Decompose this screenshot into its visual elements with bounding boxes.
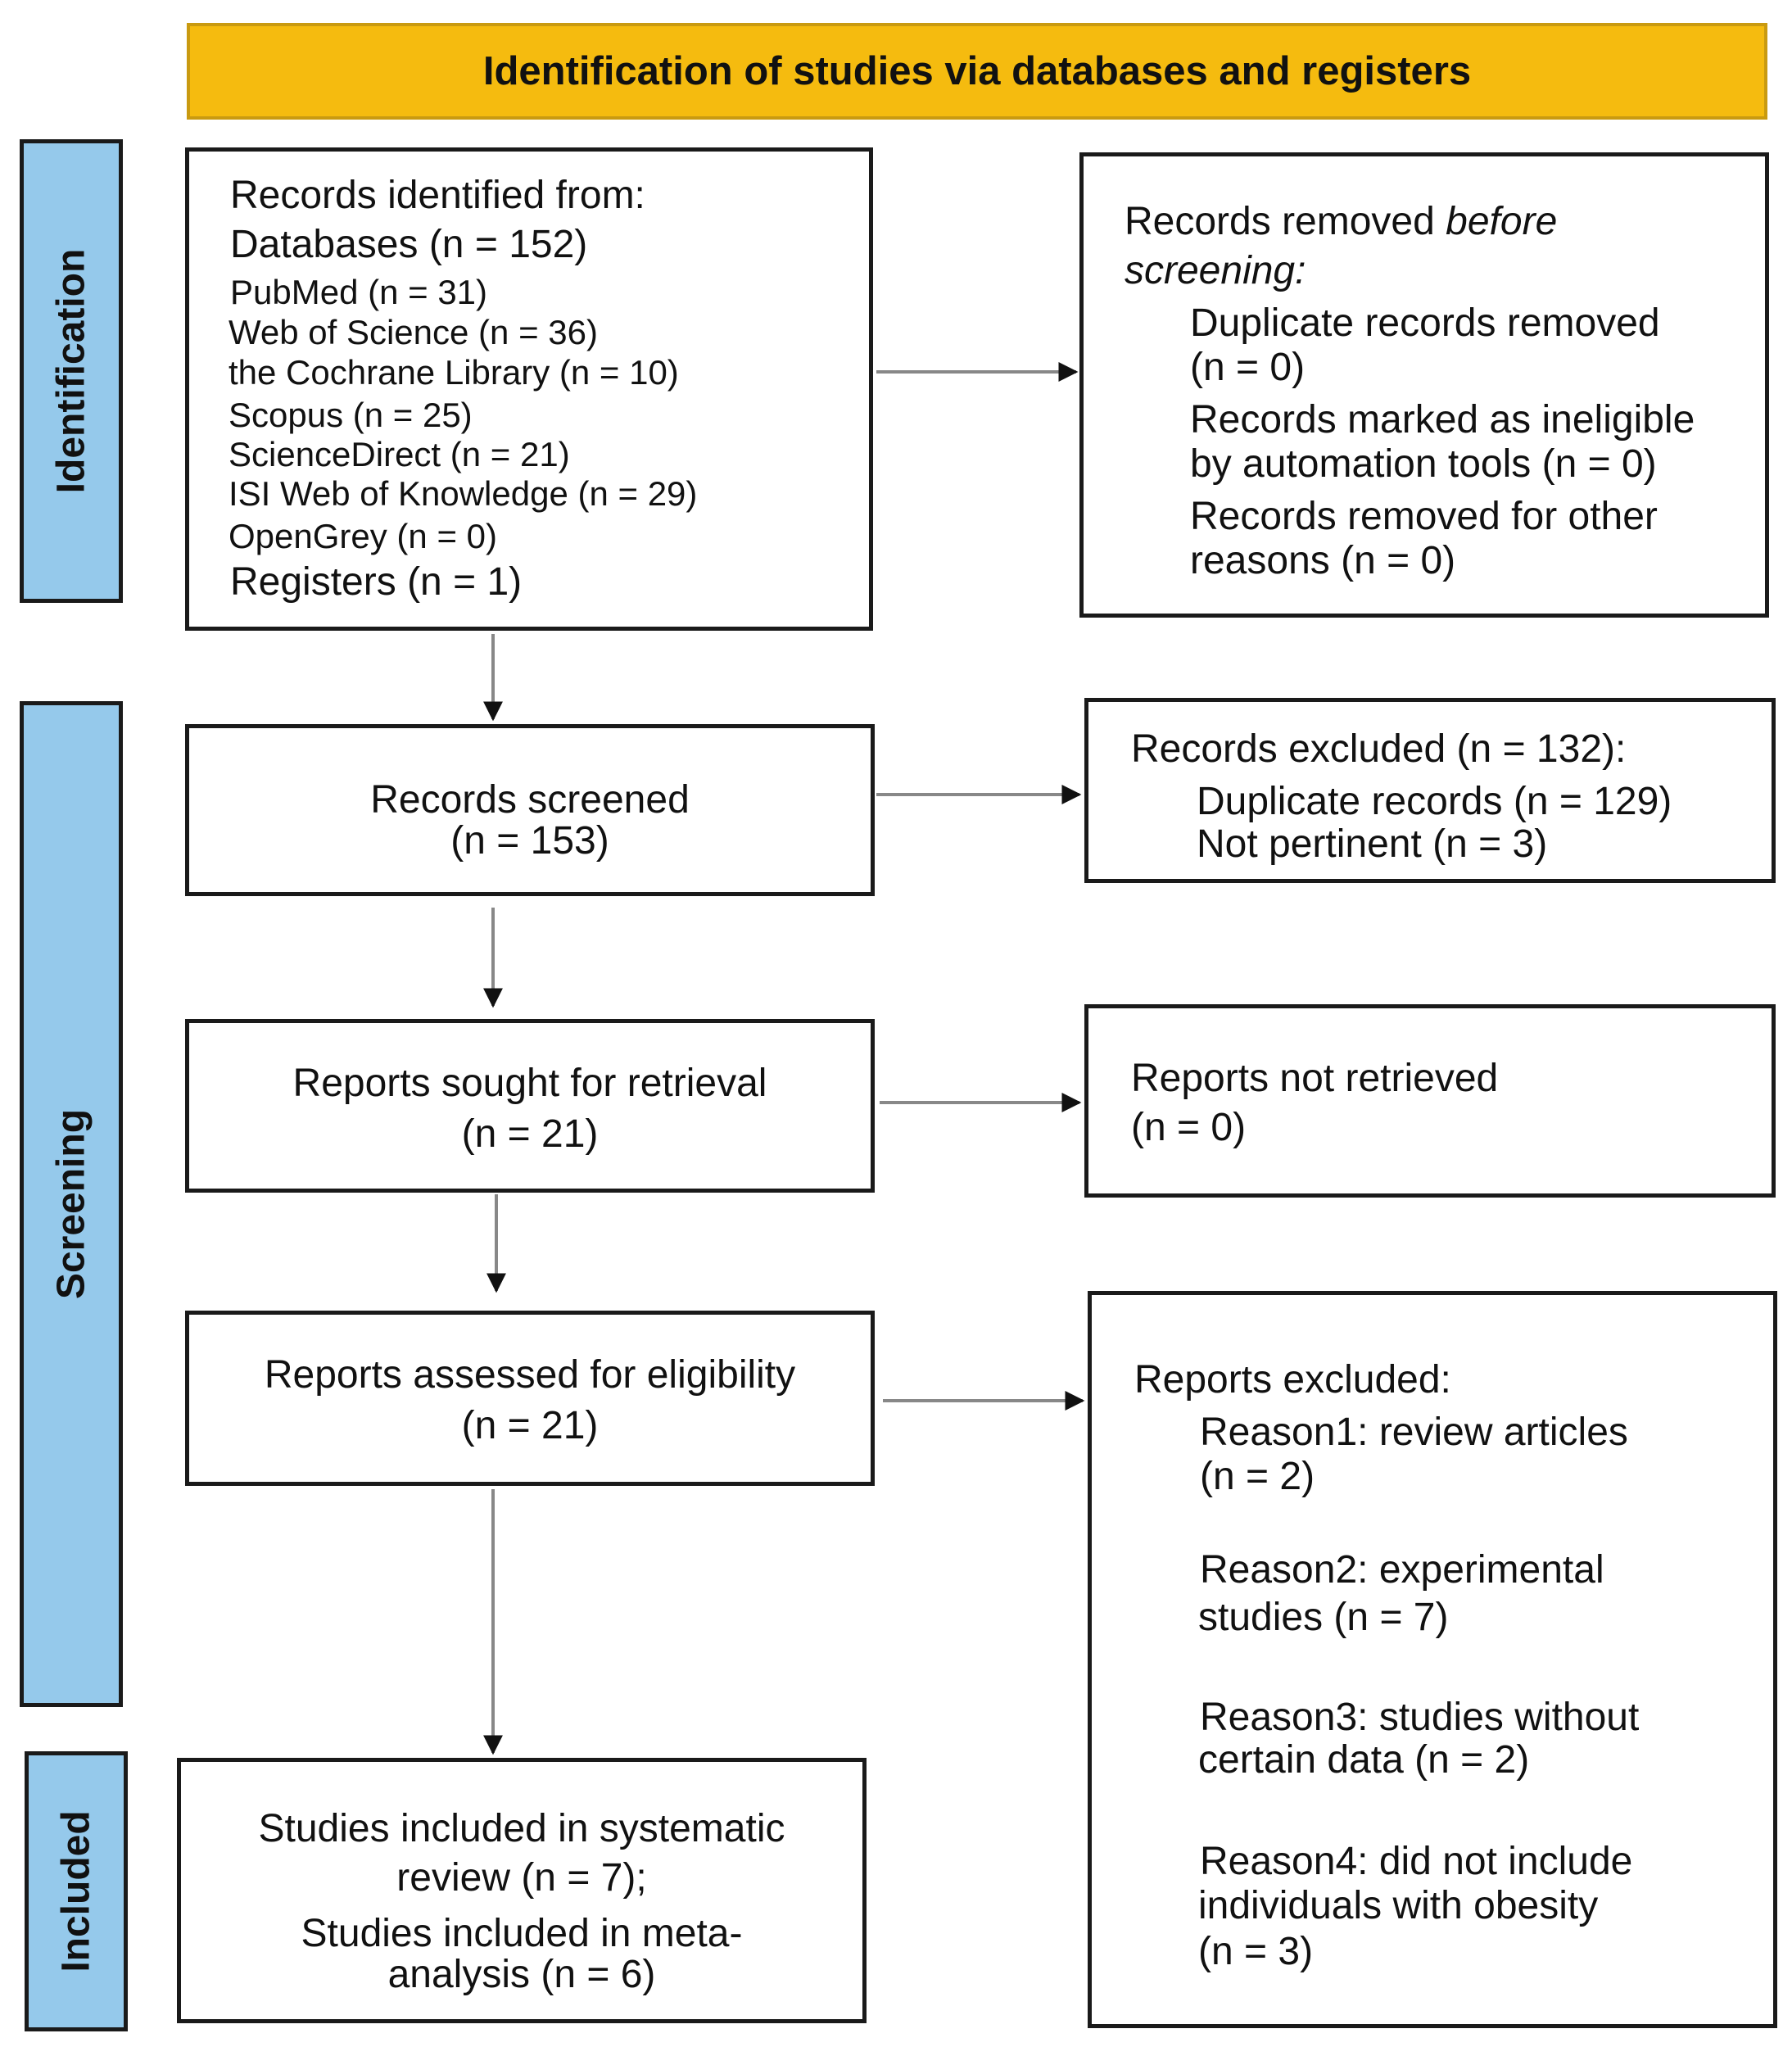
removed-line-2: (n = 0) xyxy=(1190,346,1306,389)
records-identified-box: Records identified from: Databases (n = … xyxy=(185,147,873,631)
reason1-line1: Reason1: review articles xyxy=(1200,1411,1628,1454)
reports-excluded-box: Reports excluded: Reason1: review articl… xyxy=(1088,1291,1777,2028)
reports-sought-count: (n = 21) xyxy=(461,1112,599,1156)
reports-assessed-label: Reports assessed for eligibility xyxy=(264,1353,796,1397)
excluded-not-pertinent: Not pertinent (n = 3) xyxy=(1197,822,1548,866)
reason3-line1: Reason3: studies without xyxy=(1200,1696,1640,1739)
removed-line-1: Duplicate records removed xyxy=(1190,301,1660,345)
included-line1: Studies included in systematic xyxy=(258,1807,785,1850)
not-retrieved-label: Reports not retrieved xyxy=(1131,1057,1499,1100)
source-pubmed: PubMed (n = 31) xyxy=(230,273,488,311)
removed-line-5: Records removed for other xyxy=(1190,495,1658,538)
reason1-line2: (n = 2) xyxy=(1200,1455,1315,1498)
included-line2: review (n = 7); xyxy=(396,1856,647,1900)
records-removed-title: Records removed before xyxy=(1125,199,1557,244)
removed-line-3: Records marked as ineligible xyxy=(1190,398,1695,442)
source-scopus: Scopus (n = 25) xyxy=(229,396,473,434)
reason2-line1: Reason2: experimental xyxy=(1200,1548,1604,1592)
records-screened-box: Records screened (n = 153) xyxy=(185,724,875,896)
included-line3: Studies included in meta- xyxy=(301,1912,743,1955)
reports-not-retrieved-box: Reports not retrieved (n = 0) xyxy=(1084,1004,1776,1198)
reports-assessed-count: (n = 21) xyxy=(461,1404,599,1447)
records-removed-title-line2: screening: xyxy=(1125,249,1306,292)
records-excluded-box: Records excluded (n = 132): Duplicate re… xyxy=(1084,698,1776,883)
reason4-line3: (n = 3) xyxy=(1198,1930,1314,1973)
databases-count: Databases (n = 152) xyxy=(230,223,588,266)
not-retrieved-count: (n = 0) xyxy=(1131,1106,1247,1149)
source-opengrey: OpenGrey (n = 0) xyxy=(229,517,497,555)
source-sciencedirect: ScienceDirect (n = 21) xyxy=(229,435,570,473)
reports-sought-box: Reports sought for retrieval (n = 21) xyxy=(185,1019,875,1193)
removed-line-6: reasons (n = 0) xyxy=(1190,539,1456,582)
included-line4: analysis (n = 6) xyxy=(387,1953,656,1996)
studies-included-box: Studies included in systematic review (n… xyxy=(177,1758,867,2023)
stage-identification: Identification xyxy=(20,139,123,603)
reason4-line2: individuals with obesity xyxy=(1198,1884,1599,1927)
records-screened-label: Records screened xyxy=(370,778,690,822)
records-removed-title-prefix: Records removed xyxy=(1125,200,1446,243)
registers-count: Registers (n = 1) xyxy=(230,560,523,604)
header-banner: Identification of studies via databases … xyxy=(187,23,1767,120)
reason4-line1: Reason4: did not include xyxy=(1200,1840,1633,1883)
reports-assessed-box: Reports assessed for eligibility (n = 21… xyxy=(185,1311,875,1486)
reports-sought-label: Reports sought for retrieval xyxy=(292,1062,767,1105)
records-removed-box: Records removed before screening: Duplic… xyxy=(1079,152,1769,618)
reason2-line2: studies (n = 7) xyxy=(1198,1596,1449,1639)
source-isi: ISI Web of Knowledge (n = 29) xyxy=(229,474,698,513)
records-removed-title-italic: before xyxy=(1446,200,1558,243)
removed-line-4: by automation tools (n = 0) xyxy=(1190,442,1657,486)
records-excluded-title: Records excluded (n = 132): xyxy=(1131,727,1627,771)
reports-excluded-title: Reports excluded: xyxy=(1134,1358,1451,1402)
reason3-line2: certain data (n = 2) xyxy=(1198,1738,1530,1782)
records-identified-title: Records identified from: xyxy=(230,174,645,217)
excluded-duplicates: Duplicate records (n = 129) xyxy=(1197,780,1672,823)
source-cochrane: the Cochrane Library (n = 10) xyxy=(229,353,679,392)
header-title: Identification of studies via databases … xyxy=(482,49,1472,93)
records-screened-count: (n = 153) xyxy=(450,819,609,863)
source-web-of-science: Web of Science (n = 36) xyxy=(229,313,598,351)
stage-screening: Screening xyxy=(20,701,123,1707)
stage-included: Included xyxy=(25,1751,128,2031)
